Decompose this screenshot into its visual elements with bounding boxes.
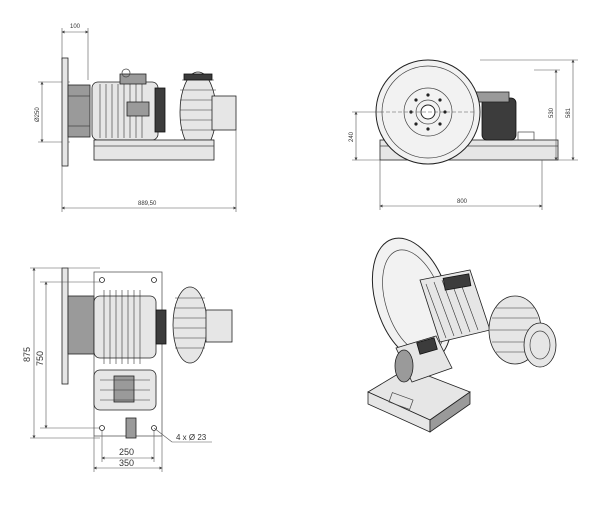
top-view: 875 750 250 350 4 x Ø 23 xyxy=(22,267,233,472)
front-view: 100 Ø250 xyxy=(35,24,237,212)
front-dim-diameter: Ø250 xyxy=(35,107,41,122)
isometric-view xyxy=(367,237,557,433)
top-dim-base-width: 350 xyxy=(119,458,134,468)
side-dim-left: 240 xyxy=(349,131,355,142)
side-dim-height-inner: 530 xyxy=(549,107,555,118)
top-dim-inner: 750 xyxy=(35,351,45,366)
top-hole-callout: 4 x Ø 23 xyxy=(176,433,207,442)
side-dim-height-outer: 581 xyxy=(566,107,572,118)
side-view: 530 581 240 800 xyxy=(349,59,578,210)
top-dim-outer: 875 xyxy=(22,347,32,362)
front-dim-top: 100 xyxy=(70,24,81,30)
front-dim-width: 889,50 xyxy=(138,201,157,207)
top-dim-bolt-spacing: 250 xyxy=(119,447,134,457)
side-dim-width: 800 xyxy=(457,199,468,205)
